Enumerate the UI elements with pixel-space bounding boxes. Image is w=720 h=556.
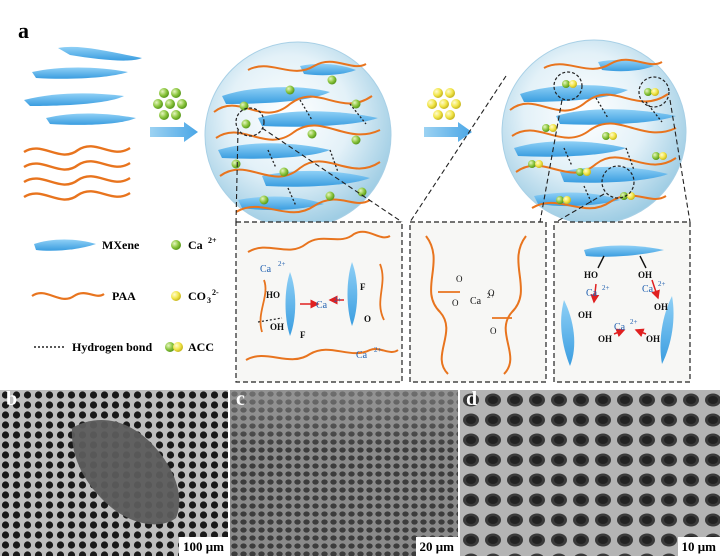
svg-text:Ca: Ca xyxy=(316,300,328,311)
process-arrow-1 xyxy=(150,122,198,142)
svg-text:O: O xyxy=(452,298,459,308)
panel-label-a: a xyxy=(18,18,29,43)
svg-text:HO: HO xyxy=(584,270,598,280)
legend-ca-label: Ca xyxy=(188,238,203,252)
svg-text:2+: 2+ xyxy=(487,292,495,300)
legend-co3-swatch xyxy=(171,291,181,301)
legend-paa-swatch xyxy=(31,292,105,300)
svg-text:Ca: Ca xyxy=(586,288,598,299)
legend-co3-label: CO xyxy=(188,289,206,303)
panel-label-d: d xyxy=(466,390,478,410)
svg-text:2+: 2+ xyxy=(334,296,342,304)
svg-text:OH: OH xyxy=(654,302,668,312)
inset-middle-content: O O O O Ca 2+ xyxy=(425,235,527,375)
svg-text:2+: 2+ xyxy=(630,318,638,326)
legend: MXene Ca 2+ PAA CO 3 2- Hydrogen bond AC… xyxy=(31,236,219,354)
co3-ion-cluster xyxy=(427,88,461,120)
legend-mxene-swatch xyxy=(34,239,96,251)
svg-text:O: O xyxy=(488,288,495,298)
panel-label-b: b xyxy=(6,390,18,410)
svg-text:OH: OH xyxy=(578,310,592,320)
svg-text:Ca: Ca xyxy=(356,350,368,361)
inset-left-content: Ca 2+ Ca 2+ Ca 2+ HO OH F F O xyxy=(245,230,399,361)
schematic-figure: a xyxy=(18,18,691,383)
process-arrow-2 xyxy=(424,122,472,142)
legend-acc-swatch xyxy=(165,342,175,352)
svg-text:2+: 2+ xyxy=(208,236,217,245)
legend-hbond-label: Hydrogen bond xyxy=(72,340,152,354)
svg-text:O: O xyxy=(490,326,497,336)
legend-ca-swatch xyxy=(171,240,181,250)
hydrogel-sphere-2 xyxy=(501,39,687,225)
svg-text:2+: 2+ xyxy=(658,280,666,288)
sem-image-b: b 100 μm xyxy=(0,390,228,556)
panel-label-c: c xyxy=(236,390,245,410)
svg-text:2+: 2+ xyxy=(374,346,382,354)
sem-image-c: c 20 μm xyxy=(230,390,458,556)
legend-paa-label: PAA xyxy=(112,289,136,303)
svg-text:Ca: Ca xyxy=(260,264,272,275)
hydrogel-sphere-1 xyxy=(204,41,392,229)
scale-bar-d: 10 μm xyxy=(677,537,720,556)
svg-text:OH: OH xyxy=(598,334,612,344)
svg-text:OH: OH xyxy=(270,322,284,332)
mxene-sheets-stack xyxy=(24,46,142,125)
svg-text:OH: OH xyxy=(646,334,660,344)
svg-text:F: F xyxy=(360,282,366,292)
scale-bar-c: 20 μm xyxy=(415,537,458,556)
svg-text:Ca: Ca xyxy=(614,322,626,333)
svg-text:2-: 2- xyxy=(212,288,219,297)
legend-acc-label: ACC xyxy=(188,340,214,354)
paa-chains-stack xyxy=(23,145,131,201)
svg-text:2+: 2+ xyxy=(602,284,610,292)
svg-text:3: 3 xyxy=(207,296,211,305)
legend-mxene-label: MXene xyxy=(102,238,140,252)
svg-text:Ca: Ca xyxy=(470,296,482,307)
ca-ion-cluster xyxy=(153,88,187,120)
svg-text:HO: HO xyxy=(266,290,280,300)
svg-text:2+: 2+ xyxy=(278,260,286,268)
sem-image-d: d 10 μm xyxy=(460,390,720,556)
scale-bar-b: 100 μm xyxy=(179,537,228,556)
svg-text:Ca: Ca xyxy=(642,284,654,295)
svg-text:OH: OH xyxy=(638,270,652,280)
svg-text:O: O xyxy=(364,314,371,324)
inset-right-content: HO OH OH OH OH OH Ca 2+ Ca 2+ Ca 2+ xyxy=(561,245,674,366)
svg-text:O: O xyxy=(456,274,463,284)
svg-text:F: F xyxy=(300,330,306,340)
zoom-connectors xyxy=(235,75,691,223)
